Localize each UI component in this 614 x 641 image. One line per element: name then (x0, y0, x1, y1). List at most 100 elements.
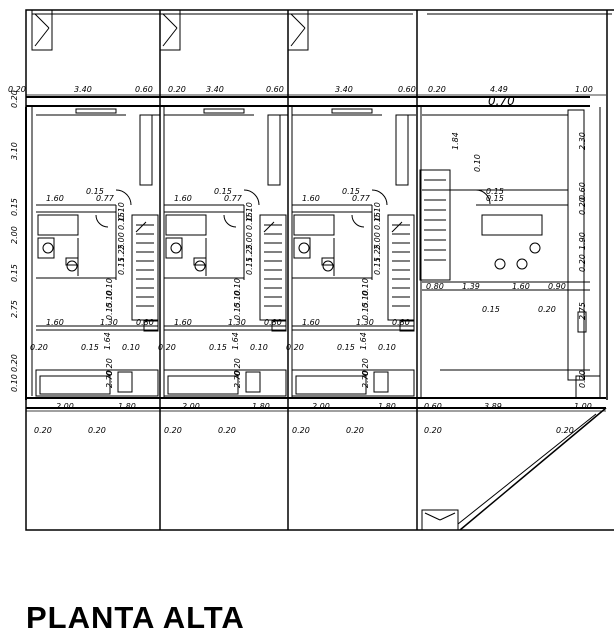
vertical-dimension: 0.10 (117, 202, 126, 220)
wall-dimension: 1.60 (302, 318, 320, 327)
shaft-detail (34, 27, 50, 47)
toilet-bowl (322, 260, 334, 272)
corner-dimension: 0.80 (426, 282, 444, 291)
bath-dimension: 0.15 (86, 187, 104, 196)
shaft-box (287, 9, 309, 51)
window (331, 108, 373, 114)
basin-bowl (529, 242, 541, 254)
left-dimension: 0.10 (10, 374, 19, 392)
vertical-dimension: 0.20 (361, 358, 370, 376)
lower-dimension: 1.64 (359, 332, 368, 350)
bathtub (481, 214, 543, 236)
door-swing (351, 214, 365, 228)
vertical-dimension: 0.15 (117, 257, 126, 275)
window (203, 108, 245, 114)
bottom-dimension: 0.60 (424, 402, 442, 411)
bathtub (293, 214, 335, 236)
right-dimension: 0.20 (578, 370, 587, 388)
bottom-dimension: 1.80 (252, 402, 270, 411)
shaft-box (31, 9, 53, 51)
vertical-dimension: 0.10 (105, 290, 114, 308)
pillar (245, 371, 261, 393)
bottom-subdimension: 0.20 (88, 426, 106, 435)
stair (419, 169, 451, 281)
right-dimension: 2.75 (578, 302, 587, 320)
vertical-dimension: 0.15 (373, 212, 382, 230)
corner-dimension: 0.90 (548, 282, 566, 291)
wall-dimension: 0.80 (392, 318, 410, 327)
corner-dimension: 1.39 (462, 282, 480, 291)
wall-dimension: 1.60 (46, 318, 64, 327)
bath-dimension: 0.15 (342, 187, 360, 196)
top-dimension: 4.49 (490, 85, 508, 94)
bottom-subdimension: 0.20 (292, 426, 310, 435)
column (399, 320, 415, 332)
vertical-dimension: 1.25 (245, 244, 254, 262)
column (271, 320, 287, 332)
shaft-detail (290, 27, 306, 47)
vertical-dimension: 2.70 (105, 370, 114, 388)
vertical-dimension: 0.15 (117, 212, 126, 230)
vertical-dimension: 0.10 (373, 202, 382, 220)
shaft-box (159, 9, 181, 51)
vertical-dimension: 1.25 (117, 244, 126, 262)
top-dimension: 3.40 (74, 85, 92, 94)
plan-linework (25, 9, 614, 531)
left-dimension: 0.20 (10, 354, 19, 372)
vertical-dimension: 0.15 (361, 302, 370, 320)
lower-dimension: 0.10 (122, 343, 140, 352)
basin (165, 237, 183, 259)
lower-dimension: 0.15 (81, 343, 99, 352)
basin-bowl (170, 242, 182, 254)
shaft-detail (290, 13, 306, 29)
bath-dimension: 0.77 (224, 194, 243, 203)
lower-dimension: 0.20 (30, 343, 48, 352)
vertical-dimension: 0.10 (361, 290, 370, 308)
corner-dimension: 0.15 (482, 305, 500, 314)
bath-dimension: 1.60 (174, 194, 192, 203)
shaft-detail (34, 13, 50, 29)
corner-box (421, 509, 459, 531)
door-swing (243, 189, 260, 206)
bottom-subdimension: 0.20 (218, 426, 236, 435)
toilet-bowl (494, 258, 506, 270)
stair-arrow (263, 221, 275, 233)
right-dimension: 0.20 (578, 197, 587, 215)
vertical-dimension: 2.00 (245, 232, 254, 250)
door-swing (371, 189, 388, 206)
vertical-dimension: 2.70 (233, 370, 242, 388)
vertical-dimension: 0.10 (233, 278, 242, 296)
vertical-dimension: 0.20 (233, 358, 242, 376)
wall-dimension: 0.80 (264, 318, 282, 327)
diagonal-wall (457, 413, 597, 525)
top-dimension: 0.60 (135, 85, 153, 94)
bottom-dimension: 1.80 (118, 402, 136, 411)
bath-dimension: 0.77 (352, 194, 371, 203)
wall-dimension: 1.60 (174, 318, 192, 327)
left-dimension: 2.75 (10, 300, 19, 318)
vertical-dimension: 1.25 (373, 244, 382, 262)
bottom-subdimension: 0.20 (424, 426, 442, 435)
bottom-dimension: 2.00 (312, 402, 330, 411)
door-swing (223, 214, 237, 228)
closet (395, 114, 409, 186)
top-dimension-note: 0.70 (488, 94, 515, 108)
bottom-dimension: 2.00 (182, 402, 200, 411)
bottom-subdimension: 0.20 (164, 426, 182, 435)
top-dimension: 0.20 (168, 85, 186, 94)
right-dimension: 0.20 (578, 254, 587, 272)
vertical-dimension: 0.10 (105, 278, 114, 296)
vertical-dimension: 0.15 (105, 302, 114, 320)
vertical-dimension: 0.15 (245, 212, 254, 230)
diagonal-wall (459, 407, 607, 531)
toilet-bowl (194, 260, 206, 272)
planter (295, 375, 367, 395)
shaft-detail (162, 13, 178, 29)
left-dimension: 0.15 (10, 264, 19, 282)
wall-dimension: 1.30 (356, 318, 374, 327)
bottom-dimension: 1.80 (378, 402, 396, 411)
basin (293, 237, 311, 259)
bottom-dimension: 3.89 (484, 402, 502, 411)
door-swing (475, 189, 491, 205)
